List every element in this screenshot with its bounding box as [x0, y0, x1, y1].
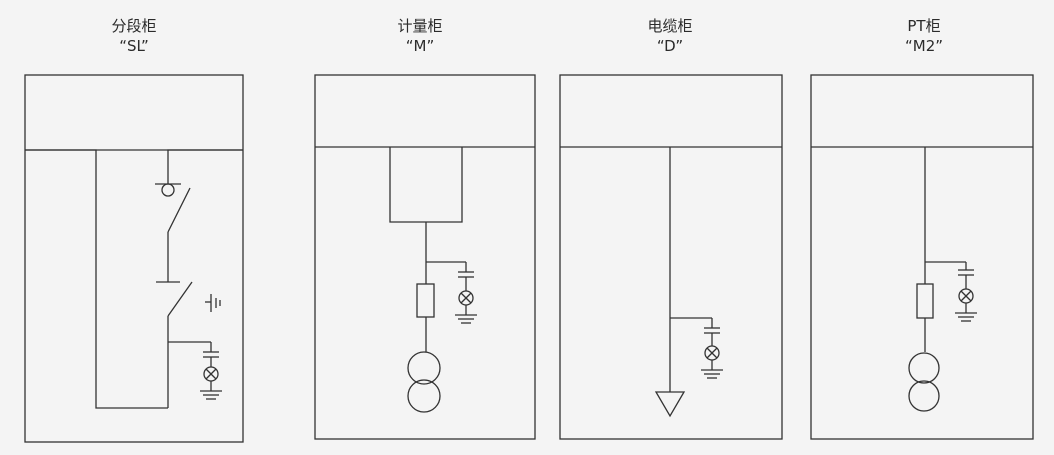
panel-title-m: 计量柜 “M” [350, 16, 490, 56]
feeder-line [167, 149, 243, 184]
panel-code: “M” [405, 37, 435, 55]
panel-code: “SL” [119, 37, 149, 55]
panel-name: 电缆柜 [647, 17, 693, 35]
live-indicator-icon [925, 261, 977, 322]
cabinet-outline [314, 74, 536, 440]
panel-m [314, 74, 536, 440]
panel-code: “M2” [904, 37, 944, 55]
panel-name: PT柜 [907, 17, 941, 35]
panel-name: 计量柜 [397, 17, 443, 35]
panel-title-d: 电缆柜 “D” [600, 16, 740, 56]
voltage-transformer-icon [908, 352, 940, 412]
live-indicator-icon [426, 261, 477, 324]
panel-title-sl: 分段柜 “SL” [64, 16, 204, 56]
voltage-transformer-icon [407, 351, 441, 413]
panel-m2 [810, 74, 1034, 440]
panel-title-m2: PT柜 “M2” [854, 16, 994, 56]
panel-name: 分段柜 [111, 17, 157, 35]
breaker-switch-icon [167, 281, 193, 408]
panel-d [559, 74, 783, 440]
live-indicator-icon [670, 317, 723, 379]
cabinet-outline [559, 74, 783, 440]
disconnector-icon [155, 183, 191, 283]
bus-link [25, 149, 168, 409]
cabinet-outline [24, 74, 244, 443]
fuse-icon [916, 283, 934, 352]
panel-sl [24, 74, 244, 443]
cable-end-icon [654, 391, 686, 418]
live-indicator-icon [168, 341, 222, 400]
panel-code: “D” [656, 37, 684, 55]
fuse-icon [416, 283, 435, 352]
earth-switch-icon [205, 294, 221, 312]
cabinet-outline [810, 74, 1034, 440]
